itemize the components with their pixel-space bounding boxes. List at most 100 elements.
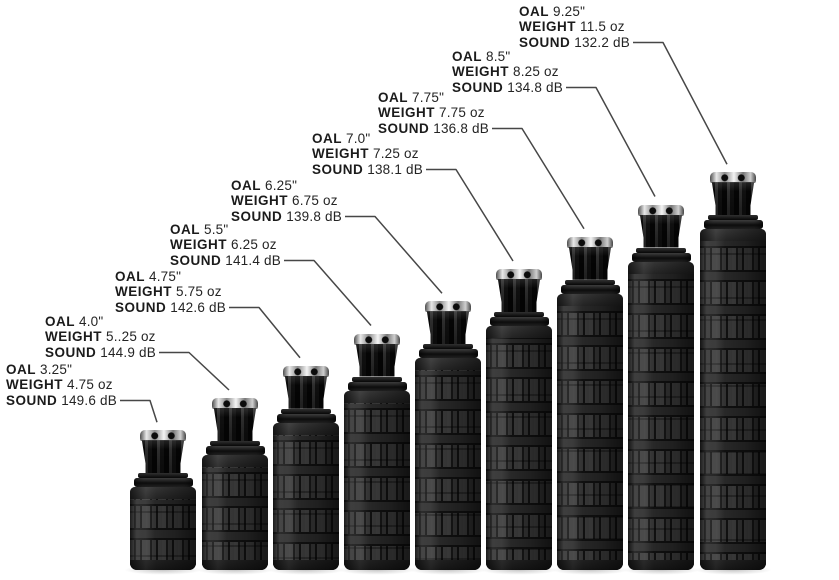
suppressor: [550, 236, 630, 575]
sound-value: 136.8 dB: [433, 120, 489, 136]
oal-line: OAL 4.0": [45, 314, 156, 329]
ground-shadow: [195, 565, 275, 575]
ground-shadow: [479, 565, 559, 575]
weight-field-label: WEIGHT: [378, 105, 435, 121]
weight-field-label: WEIGHT: [519, 19, 576, 35]
ground-shadow: [550, 565, 630, 575]
suppressor-mount-icon: [141, 440, 185, 474]
weight-value: 11.5 oz: [580, 19, 625, 35]
ground-shadow: [621, 565, 701, 575]
oal-value: 9.25": [553, 4, 586, 19]
weight-value: 7.25 oz: [373, 146, 419, 162]
sound-value: 149.6 dB: [61, 392, 117, 408]
leader-line: [345, 215, 443, 294]
leader-line: [566, 86, 656, 197]
suppressor: [195, 398, 275, 575]
weight-value: 4.75 oz: [67, 377, 113, 393]
suppressor: [693, 172, 773, 575]
suppressor-collar-ring: [352, 376, 402, 382]
oal-field-label: OAL: [452, 49, 482, 64]
suppressor-mount-icon: [711, 182, 755, 216]
suppressor-body-tube: [628, 261, 694, 570]
weight-value: 6.75 oz: [292, 193, 338, 209]
sound-value: 142.6 dB: [170, 299, 226, 315]
weight-field-label: WEIGHT: [312, 146, 369, 162]
oal-field-label: OAL: [170, 222, 200, 237]
suppressor-collar-ring: [138, 473, 188, 479]
leader-line: [492, 127, 585, 230]
ground-shadow: [123, 565, 203, 575]
suppressor-blast-ring: [276, 413, 336, 423]
suppressor: [621, 204, 701, 575]
suppressor-body-tube: [344, 390, 410, 570]
sound-field-label: SOUND: [45, 344, 97, 360]
sound-value: 132.2 dB: [574, 34, 630, 50]
oal-field-label: OAL: [519, 4, 549, 19]
suppressor-end-cap-icon: [425, 301, 471, 312]
suppressor-collar-ring: [636, 247, 686, 253]
suppressor: [337, 333, 417, 575]
sound-value: 134.8 dB: [507, 79, 563, 95]
suppressor-collar-ring: [281, 408, 331, 414]
suppressor-end-cap-icon: [496, 269, 542, 279]
oal-field-label: OAL: [231, 178, 261, 193]
oal-value: 7.75": [412, 90, 445, 105]
oal-value: 4.75": [149, 269, 182, 284]
oal-field-label: OAL: [312, 131, 342, 146]
suppressor-mount-icon: [497, 279, 541, 312]
oal-value: 7.0": [346, 131, 371, 146]
oal-value: 5.5": [204, 222, 229, 237]
suppressor-end-cap-icon: [567, 236, 613, 247]
leader-line: [120, 399, 158, 423]
suppressor-end-cap-icon: [140, 430, 186, 441]
suppressor-end-cap-icon: [354, 333, 400, 344]
suppressor-blast-ring: [347, 381, 407, 391]
sound-field-label: SOUND: [452, 79, 504, 95]
suppressor-body-tube: [557, 293, 623, 571]
suppressor-blast-ring: [489, 317, 549, 326]
sound-field-label: SOUND: [6, 392, 58, 408]
weight-value: 7.75 oz: [439, 105, 485, 121]
suppressor-mount-icon: [639, 214, 683, 248]
oal-line: OAL 9.25": [519, 4, 630, 19]
oal-value: 4.0": [79, 314, 104, 329]
suppressor-end-cap-icon: [212, 398, 258, 408]
oal-field-label: OAL: [45, 314, 75, 329]
suppressor-body-tube: [202, 455, 268, 570]
leader-line: [426, 168, 514, 262]
oal-line: OAL 7.0": [312, 131, 423, 146]
ground-shadow: [693, 565, 773, 575]
suppressor-end-cap-icon: [710, 172, 756, 183]
suppressor-collar-ring: [494, 312, 544, 317]
leader-line: [284, 259, 372, 326]
weight-value: 5..25 oz: [106, 329, 156, 345]
suppressor-blast-ring: [560, 284, 620, 294]
suppressor-blast-ring: [205, 446, 265, 455]
suppressor: [408, 301, 488, 575]
sound-field-label: SOUND: [519, 34, 571, 50]
ground-shadow: [408, 565, 488, 575]
weight-field-label: WEIGHT: [6, 377, 63, 393]
suppressor-collar-ring: [423, 344, 473, 350]
weight-field-label: WEIGHT: [452, 64, 509, 80]
sound-value: 139.8 dB: [286, 208, 342, 224]
sound-field-label: SOUND: [231, 208, 283, 224]
